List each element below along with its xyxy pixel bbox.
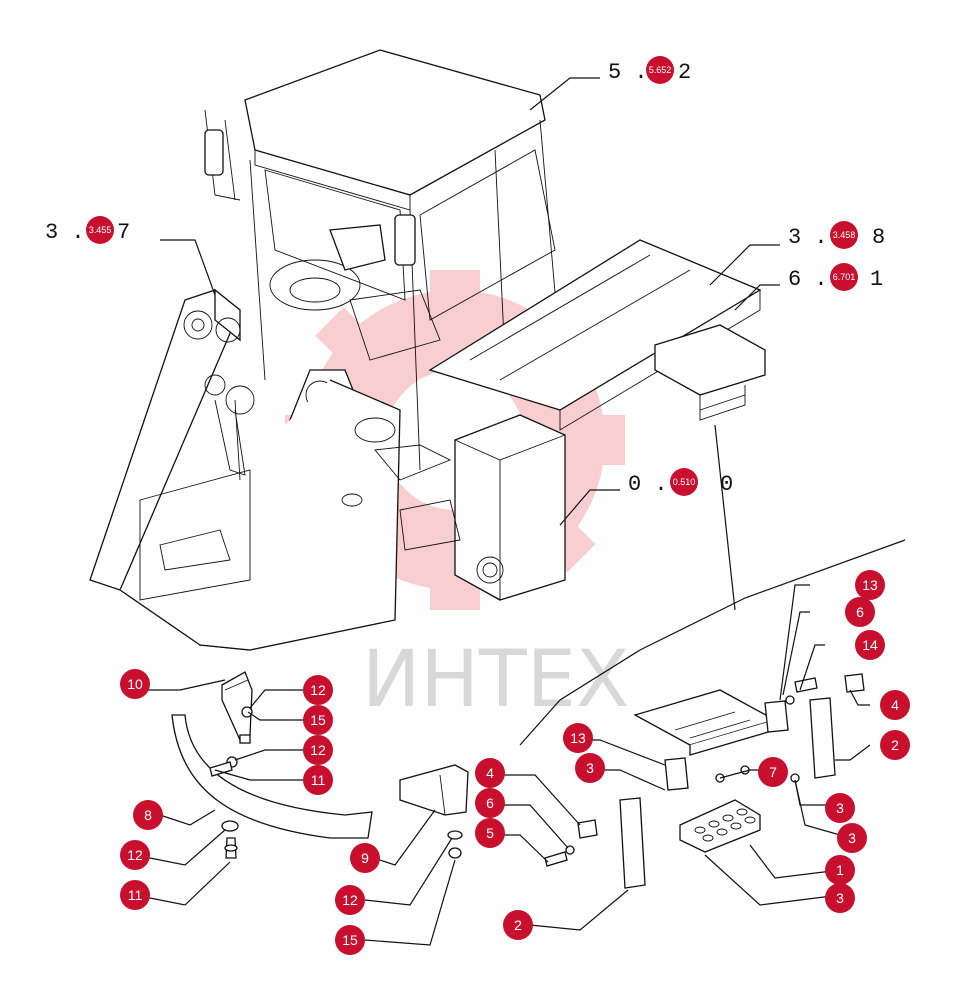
callout-badge: 3 (825, 883, 855, 913)
svg-text:0 .: 0 . (628, 472, 668, 497)
svg-text:12: 12 (127, 847, 143, 863)
svg-text:14: 14 (862, 637, 878, 653)
svg-text:5.652: 5.652 (649, 65, 672, 75)
svg-text:0.510: 0.510 (673, 477, 696, 487)
svg-text:12: 12 (342, 892, 358, 908)
svg-text:2: 2 (891, 737, 899, 753)
reference-label: 0 . 0.510 0 (628, 468, 733, 497)
cab-illustration (204, 49, 561, 471)
callout-badge: 6 (845, 597, 875, 627)
svg-text:5: 5 (486, 825, 494, 841)
callout-badge: 4 (880, 690, 910, 720)
svg-text:15: 15 (310, 712, 326, 728)
svg-text:8: 8 (144, 807, 152, 823)
svg-text:6.701: 6.701 (833, 272, 856, 282)
svg-text:10: 10 (127, 676, 143, 692)
svg-text:2: 2 (678, 60, 691, 85)
svg-text:3: 3 (848, 830, 856, 846)
svg-text:3 .: 3 . (788, 225, 828, 250)
svg-text:11: 11 (128, 887, 143, 903)
svg-text:2: 2 (514, 917, 522, 933)
svg-text:15: 15 (342, 932, 358, 948)
callout-badge: 12 (335, 885, 365, 915)
callout-badge: 12 (303, 735, 333, 765)
ref-badge: 3.455 (86, 216, 114, 244)
svg-text:0: 0 (720, 472, 733, 497)
reference-label: 3 . 3.455 7 (45, 216, 130, 245)
reference-label: 3 . 3.458 8 (788, 221, 885, 250)
svg-text:12: 12 (310, 742, 326, 758)
callout-badge: 15 (335, 925, 365, 955)
callout-leader-lines (134, 584, 871, 946)
svg-text:3: 3 (586, 760, 594, 776)
svg-text:1: 1 (836, 862, 844, 878)
callout-badge: 13 (855, 570, 885, 600)
callout-badge: 9 (350, 843, 380, 873)
callout-badge: 14 (855, 630, 885, 660)
svg-text:3: 3 (836, 800, 844, 816)
svg-text:7: 7 (769, 764, 777, 780)
step-leader (714, 424, 736, 611)
callout-badge: 7 (758, 757, 788, 787)
svg-text:6 .: 6 . (788, 267, 828, 292)
callout-badge: 4 (475, 758, 505, 788)
svg-text:3 .: 3 . (45, 220, 85, 245)
callout-badge: 1 (825, 855, 855, 885)
svg-text:4: 4 (486, 765, 494, 781)
svg-text:11: 11 (311, 772, 326, 788)
reference-leader-lines (160, 77, 780, 526)
svg-text:3.458: 3.458 (833, 230, 856, 240)
callout-badge: 3 (837, 823, 867, 853)
svg-text:1: 1 (870, 267, 883, 292)
callout-badge: 13 (563, 723, 593, 753)
callout-badge: 11 (120, 880, 150, 910)
callout-badge: 2 (880, 730, 910, 760)
callout-badge: 3 (575, 753, 605, 783)
ref-badge: 5.652 (646, 56, 674, 84)
svg-text:13: 13 (570, 730, 586, 746)
svg-text:12: 12 (310, 682, 326, 698)
front-frame-illustration (89, 288, 401, 651)
callout-badge: 10 (120, 669, 150, 699)
svg-text:6: 6 (486, 795, 494, 811)
svg-text:7: 7 (117, 220, 130, 245)
callout-badge: 5 (475, 818, 505, 848)
ref-badge: 3.458 (830, 221, 858, 249)
reference-label: 5 . 5.652 2 (608, 56, 691, 85)
callout-badge: 15 (303, 705, 333, 735)
svg-text:6: 6 (856, 604, 864, 620)
watermark-text: ИНТЕХ (362, 635, 629, 725)
rear-chassis-illustration (341, 239, 766, 601)
svg-text:9: 9 (361, 850, 369, 866)
ref-badge: 6.701 (830, 263, 858, 291)
callout-badge: 12 (120, 840, 150, 870)
reference-label: 6 . 6.701 1 (788, 263, 883, 292)
callout-badge: 12 (303, 675, 333, 705)
ref-badge: 0.510 (670, 468, 698, 496)
svg-text:4: 4 (891, 697, 899, 713)
svg-text:3: 3 (836, 890, 844, 906)
svg-text:13: 13 (862, 577, 878, 593)
callout-badge: 6 (475, 788, 505, 818)
section-divider (519, 539, 906, 746)
callout-badge: 2 (503, 910, 533, 940)
callout-badge: 8 (133, 800, 163, 830)
bumper-parts-illustration (171, 671, 469, 859)
svg-text:8: 8 (872, 225, 885, 250)
svg-text:5 .: 5 . (608, 60, 648, 85)
svg-text:3.455: 3.455 (89, 225, 112, 235)
callout-badge: 3 (825, 793, 855, 823)
callout-badge: 11 (303, 765, 333, 795)
